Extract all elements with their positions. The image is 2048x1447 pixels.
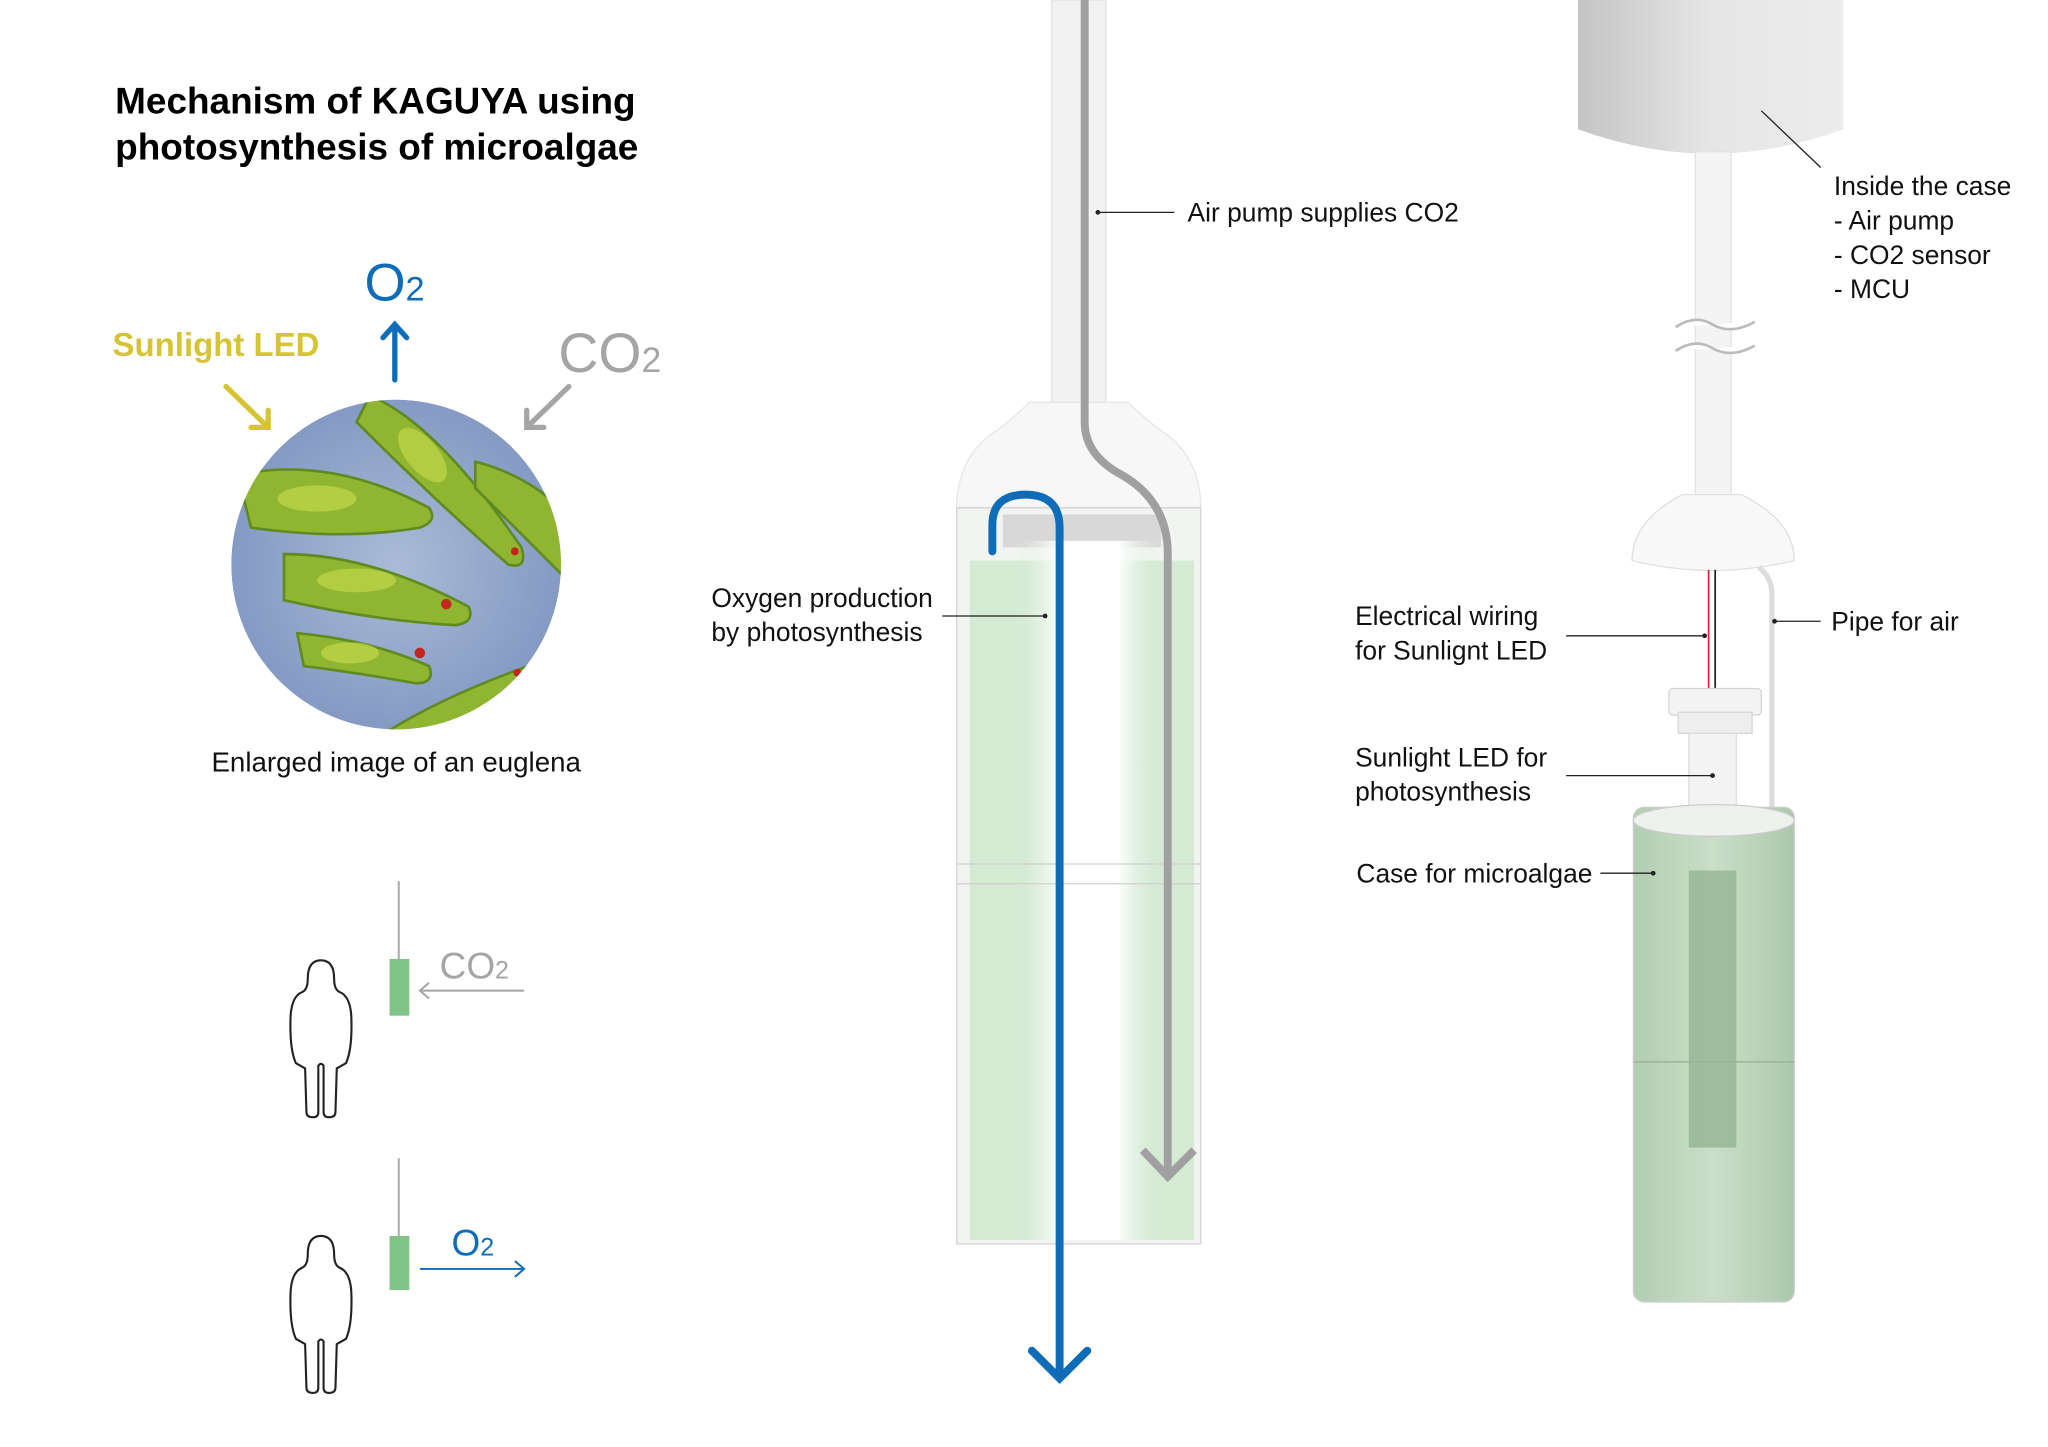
co2-label: CO2 — [558, 322, 661, 384]
kaguya-device-icon — [389, 958, 410, 1016]
case-item-air-pump: - Air pump — [1834, 206, 1954, 236]
co2-intake-arrow-icon — [418, 981, 525, 1000]
o2-up-arrow-icon — [380, 320, 410, 383]
o2-label: O2 — [364, 254, 424, 313]
o2-flow-arrow — [988, 490, 1064, 1380]
person-icon — [289, 1234, 353, 1394]
title-line-1: Mechanism of KAGUYA using — [115, 80, 635, 121]
human-co2-panel: CO2 — [289, 881, 525, 1119]
euglena-caption: Enlarged image of an euglena — [211, 747, 581, 778]
case-item-co2-sensor: - CO2 sensor — [1834, 240, 1991, 270]
wiring-label-line-1: Electrical wiring — [1355, 601, 1538, 631]
co2-flow-arrow — [1080, 0, 1172, 1174]
o2-flow-arrowhead-icon — [1027, 1346, 1092, 1385]
oxygen-label-line-2: by photosynthesis — [711, 617, 922, 647]
oxygen-label-line-1: Oxygen production — [711, 583, 932, 613]
led-label-line-2: photosynthesis — [1355, 777, 1531, 807]
middle-device-cross-section: Air pump supplies CO2 Oxygen production … — [711, 0, 1459, 1385]
person-icon — [289, 959, 353, 1119]
kaguya-device-icon — [389, 1235, 410, 1291]
electronics-case — [1578, 0, 1844, 154]
case-item-mcu: - MCU — [1834, 274, 1910, 304]
break-mark-icon — [1674, 318, 1756, 355]
air-pump-label: Air pump supplies CO2 — [1188, 198, 1459, 228]
euglena-panel: O2 Sunlight LED CO2 — [113, 254, 662, 778]
co2-arrow-icon — [524, 383, 572, 431]
wiring-label-line-2: for Sunlignt LED — [1355, 636, 1547, 666]
human-o2-label: O2 — [452, 1223, 495, 1264]
euglena-microscope-image — [231, 399, 562, 730]
pipe-label: Pipe for air — [1831, 607, 1959, 637]
led-label-line-1: Sunlight LED for — [1355, 742, 1547, 772]
case-microalgae-label: Case for microalgae — [1356, 858, 1592, 888]
case-title: Inside the case — [1834, 171, 2011, 201]
sunlight-led-label: Sunlight LED — [113, 326, 320, 363]
sunlight-arrow-icon — [223, 383, 271, 431]
right-device-exploded-view: Inside the case - Air pump - CO2 sensor … — [1355, 0, 2011, 1303]
human-co2-label: CO2 — [440, 946, 509, 987]
co2-flow-arrowhead-icon — [1139, 1147, 1197, 1183]
human-o2-panel: O2 — [289, 1158, 526, 1394]
o2-release-arrow-icon — [419, 1260, 526, 1278]
title-line-2: photosynthesis of microalgae — [115, 127, 638, 168]
